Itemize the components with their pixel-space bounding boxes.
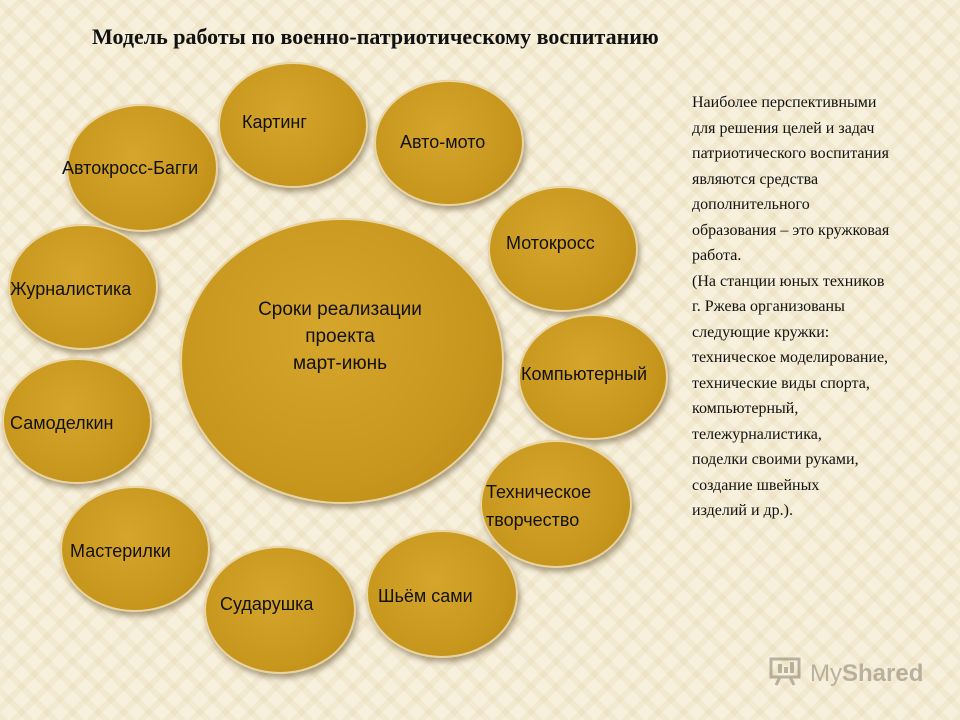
side-line: техническое моделирование, (692, 349, 889, 366)
watermark-suffix: Shared (842, 659, 924, 687)
bubble-sudarushka (204, 546, 356, 674)
page-title: Модель работы по военно-патриотическому … (92, 24, 659, 49)
side-line: являются средства (692, 170, 819, 188)
bubble-masterilki (60, 486, 210, 612)
watermark: MyShared (768, 656, 923, 691)
side-line: тележурналистика, (692, 425, 822, 443)
side-line: образования – это кружковая (692, 221, 890, 239)
label-computer: Компьютерный (521, 364, 648, 384)
watermark-text: MyShared (810, 660, 923, 688)
bubble-computer (518, 314, 668, 440)
label-auto-moto: Авто-мото (400, 132, 486, 152)
side-text: Наиболее перспективными для решения целе… (692, 90, 954, 524)
label-masterilki: Мастерилки (70, 541, 171, 561)
center-line-3: март-июнь (292, 353, 388, 374)
side-line: (На станции юных техников (692, 272, 885, 290)
label-sudarushka: Сударушка (220, 594, 314, 614)
label-samodelkin: Самоделкин (10, 413, 114, 433)
side-line: для решения целей и задач (692, 119, 875, 137)
bubble-journalism (8, 224, 158, 350)
side-line: работа. (692, 247, 742, 264)
side-line: компьютерный, (692, 400, 799, 417)
center-line-1: Сроки реализации (258, 299, 422, 320)
side-line: создание швейных (692, 476, 820, 494)
watermark-prefix: My (810, 659, 842, 687)
side-line: дополнительного (692, 196, 810, 213)
presentation-icon (768, 656, 804, 691)
label-motocross: Мотокросс (506, 233, 595, 253)
bubble-samodelkin (2, 358, 152, 484)
label-journalism: Журналистика (10, 279, 132, 299)
bubble-sewing (366, 530, 518, 658)
side-line: технические виды спорта, (692, 374, 870, 392)
side-line: следующие кружки: (692, 323, 830, 341)
bubble-auto-moto (374, 80, 524, 206)
side-line: изделий и др.). (692, 502, 793, 519)
side-line: поделки своими руками, (692, 451, 859, 468)
label-autocross: Автокросс-Багги (62, 158, 199, 178)
bubble-autocross (66, 104, 218, 232)
side-line: г. Ржева организованы (692, 298, 845, 315)
label-technical-1: Техническое (486, 482, 592, 502)
bubble-technical (480, 440, 632, 568)
side-line: патриотического воспитания (692, 145, 889, 162)
label-karting: Картинг (242, 112, 307, 132)
center-circle (180, 218, 504, 504)
label-technical-2: творчество (486, 510, 580, 530)
label-sewing: Шьём сами (378, 586, 473, 606)
bubble-karting (218, 62, 368, 188)
center-label: Сроки реализации проекта март-июнь (200, 296, 480, 377)
bubble-motocross (488, 186, 638, 312)
side-line: Наиболее перспективными (692, 94, 877, 111)
center-line-2: проекта (305, 326, 375, 347)
